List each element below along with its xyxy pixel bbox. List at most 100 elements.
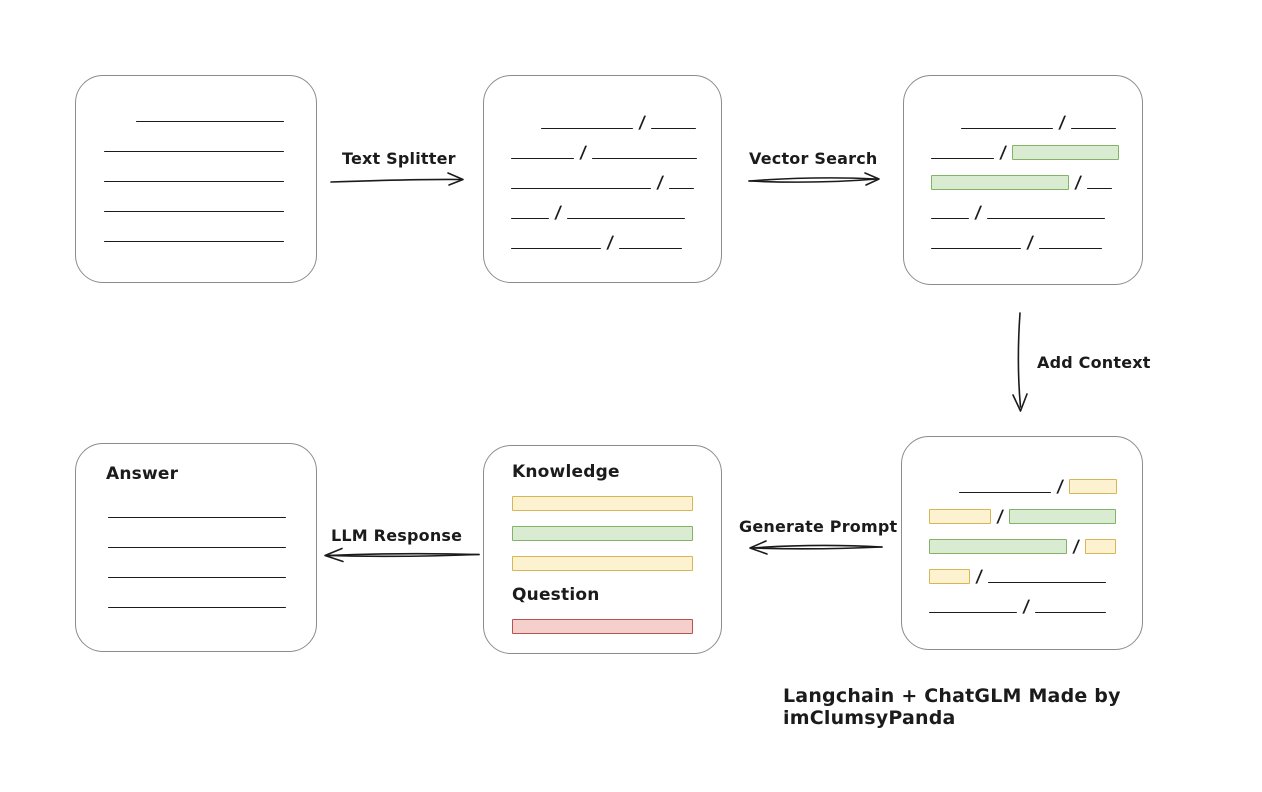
green-highlight-bar xyxy=(929,539,1067,554)
question-bars xyxy=(512,605,693,634)
text-row xyxy=(104,106,316,123)
text-line xyxy=(931,218,969,219)
vector-search-arrow-right-icon xyxy=(748,172,880,186)
text-row: / xyxy=(931,113,1142,133)
text-splitter-arrow-right-icon xyxy=(330,172,464,186)
text-row: / xyxy=(511,203,721,223)
text-line xyxy=(104,211,284,212)
text-row: / xyxy=(931,233,1142,253)
generate-prompt-arrow-left-icon xyxy=(749,540,883,555)
text-line xyxy=(567,218,686,219)
search-result-rows: / / / / / xyxy=(904,76,1142,253)
answer-heading: Answer xyxy=(106,464,179,484)
text-row: / xyxy=(511,143,721,163)
text-row xyxy=(104,226,316,243)
text-splitter-label: Text Splitter xyxy=(342,149,456,168)
slash-separator: / xyxy=(1071,537,1081,557)
knowledge-bars xyxy=(512,482,693,571)
slash-separator: / xyxy=(553,203,563,223)
slash-separator: / xyxy=(1057,113,1067,133)
green-highlight-bar xyxy=(1009,509,1117,524)
text-line xyxy=(592,158,698,159)
text-row xyxy=(104,136,316,153)
chunk-text-rows: / / / / / xyxy=(484,76,721,253)
yellow-highlight-bar xyxy=(929,509,991,524)
text-row xyxy=(104,196,316,213)
text-line xyxy=(1071,128,1117,129)
text-row: / xyxy=(931,173,1142,193)
add-context-label: Add Context xyxy=(1037,353,1151,372)
slash-separator: / xyxy=(998,143,1008,163)
text-row xyxy=(108,502,286,519)
text-row xyxy=(512,617,693,634)
green-highlight-bar xyxy=(512,526,693,541)
text-line xyxy=(108,517,286,518)
yellow-highlight-bar xyxy=(1085,539,1117,554)
diagram-caption: Langchain + ChatGLM Made by imClumsyPand… xyxy=(783,685,1121,729)
green-highlight-bar xyxy=(1012,145,1120,160)
slash-separator: / xyxy=(637,113,647,133)
answer-rows xyxy=(106,484,286,609)
document-text-rows xyxy=(76,76,316,243)
text-line xyxy=(988,582,1107,583)
text-row xyxy=(108,532,286,549)
text-line xyxy=(104,151,284,152)
prompt-node: Knowledge Question xyxy=(483,445,722,654)
slash-separator: / xyxy=(578,143,588,163)
text-row: / xyxy=(929,537,1142,557)
text-line xyxy=(511,158,574,159)
answer-node: Answer xyxy=(75,443,317,652)
question-heading: Question xyxy=(512,585,600,605)
slash-separator: / xyxy=(973,203,983,223)
context-rows: ///// xyxy=(902,437,1142,617)
text-row xyxy=(104,166,316,183)
yellow-highlight-bar xyxy=(512,556,693,571)
text-row: / xyxy=(511,173,721,193)
generate-prompt-label: Generate Prompt xyxy=(739,517,898,536)
yellow-highlight-bar xyxy=(1069,479,1118,494)
yellow-highlight-bar xyxy=(929,569,970,584)
text-row: / xyxy=(511,233,721,253)
text-line xyxy=(1087,188,1113,189)
text-line xyxy=(931,158,994,159)
yellow-highlight-bar xyxy=(512,496,693,511)
llm-response-label: LLM Response xyxy=(331,526,463,545)
vector-search-result-node: / / / / / xyxy=(903,75,1143,285)
text-line xyxy=(669,188,695,189)
text-line xyxy=(1039,248,1103,249)
text-row: / xyxy=(929,567,1142,587)
slash-separator: / xyxy=(655,173,665,193)
text-line xyxy=(511,218,549,219)
text-row xyxy=(512,494,693,511)
text-line xyxy=(541,128,633,129)
split-text-node: / / / / / xyxy=(483,75,722,283)
text-line xyxy=(1035,612,1107,613)
text-line xyxy=(511,248,601,249)
text-row xyxy=(512,554,693,571)
text-line xyxy=(959,492,1051,493)
slash-separator: / xyxy=(1055,477,1065,497)
text-row: / xyxy=(929,597,1142,617)
knowledge-heading: Knowledge xyxy=(512,462,620,482)
text-line xyxy=(651,128,697,129)
text-row xyxy=(108,592,286,609)
add-context-arrow-down-icon xyxy=(1012,312,1028,412)
text-row: / xyxy=(931,203,1142,223)
source-document-node xyxy=(75,75,317,283)
text-line xyxy=(961,128,1053,129)
text-line xyxy=(987,218,1106,219)
green-highlight-bar xyxy=(931,175,1069,190)
red-highlight-bar xyxy=(512,619,693,634)
text-row xyxy=(108,562,286,579)
text-row: / xyxy=(511,113,721,133)
text-row: / xyxy=(929,477,1142,497)
slash-separator: / xyxy=(1021,597,1031,617)
llm-response-arrow-left-icon xyxy=(324,547,480,563)
text-row xyxy=(512,524,693,541)
text-line xyxy=(511,188,651,189)
text-line xyxy=(104,241,284,242)
slash-separator: / xyxy=(1073,173,1083,193)
slash-separator: / xyxy=(1025,233,1035,253)
slash-separator: / xyxy=(974,567,984,587)
